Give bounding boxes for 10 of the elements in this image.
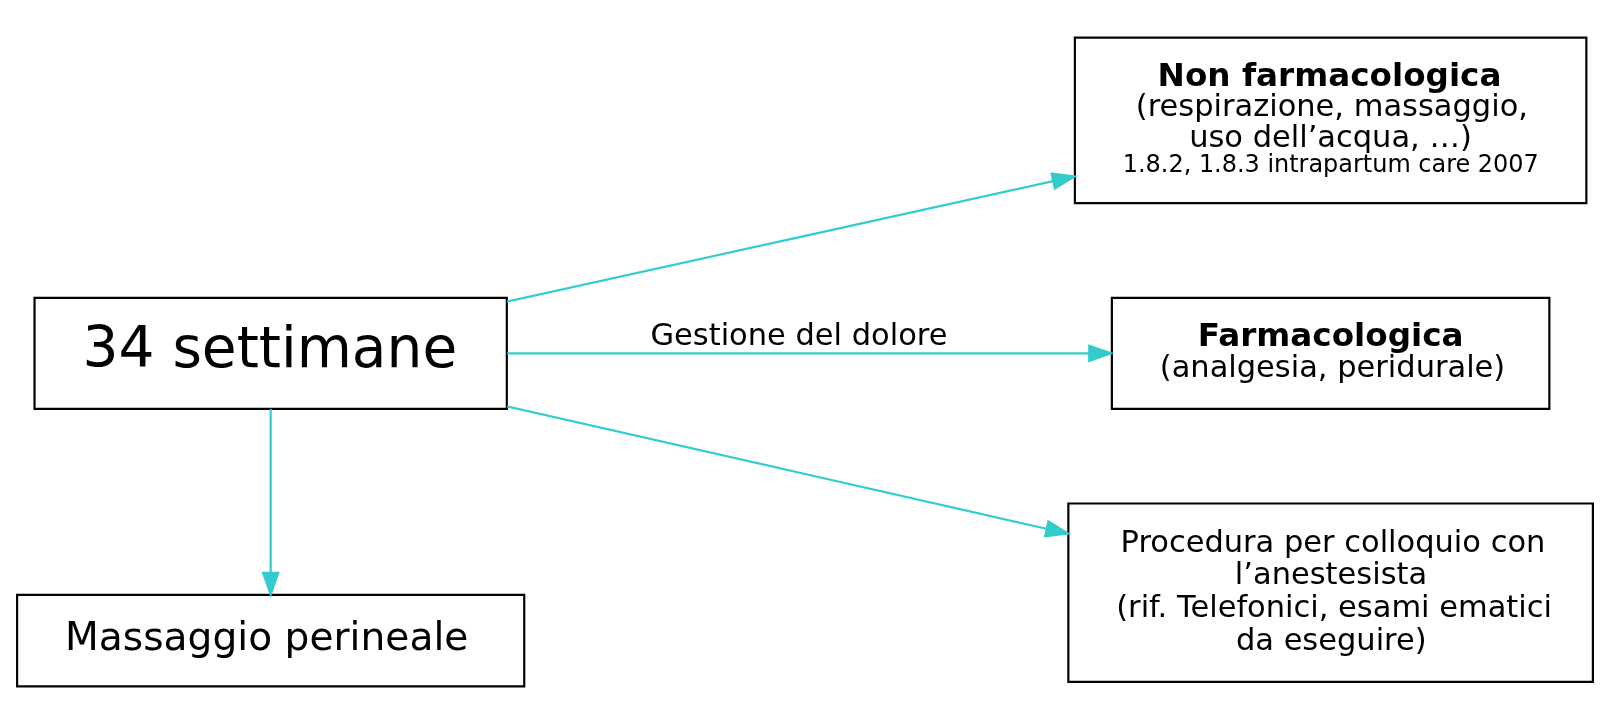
node-box: Procedura per colloquio con l’anestesista (rif. Telefonici, esami ematici da eseguire)	[1067, 501, 1594, 683]
edge-label: Gestione del dolore	[650, 316, 948, 352]
arrow	[261, 408, 280, 598]
node-box: 34 settimane	[33, 296, 508, 410]
node-box: Massaggio perineale	[16, 593, 526, 687]
node-box: Non farmacologica (respirazione, massaggio, uso dell’acqua, …) 1.8.2, 1.8.3 intrapartum care 2007	[1073, 36, 1588, 204]
arrow	[506, 404, 1072, 537]
arrow	[506, 171, 1078, 303]
node-box: Farmacologica (analgesia, peridurale)	[1110, 296, 1551, 410]
arrow	[507, 343, 1115, 362]
